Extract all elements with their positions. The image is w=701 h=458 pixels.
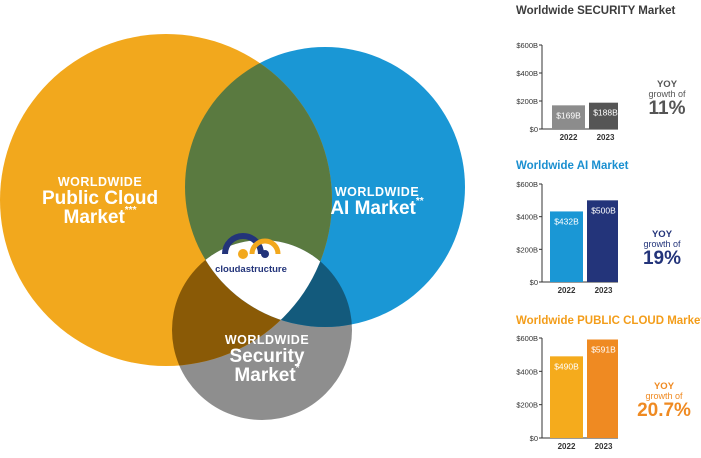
bar-2022 xyxy=(550,356,583,438)
y-tick-label: $400B xyxy=(516,367,538,376)
y-tick-label: $400B xyxy=(516,213,538,222)
ai-yoy-label: YOY xyxy=(651,229,673,240)
y-tick-label: $200B xyxy=(516,401,538,410)
x-tick-label: 2023 xyxy=(597,133,615,142)
ai-chart-title: Worldwide AI Market xyxy=(516,160,629,172)
cloud-yoy-label: YOY xyxy=(653,381,675,392)
ai-footnote-mark: ** xyxy=(415,195,424,207)
ai-growth-pct: 19% xyxy=(642,248,682,270)
ai-growth: YOY growth of 19% xyxy=(633,230,691,269)
security-growth-pct: 11% xyxy=(648,98,686,120)
cloud-chart-title: Worldwide PUBLIC CLOUD Market xyxy=(516,315,701,327)
security-label: WORLDWIDE Security Market* xyxy=(212,334,322,386)
ai-growth-of-label: growth of xyxy=(643,238,681,249)
security-bar-chart: $0 $200B $400B $600B $169B 2022 $188B 2023 xyxy=(516,41,618,142)
cloudastructure-logo: cloudastructure xyxy=(215,233,287,275)
y-tick-label: $600B xyxy=(516,180,538,189)
cloud-label-line3: Market xyxy=(63,207,125,229)
bar-value-label: $432B xyxy=(554,216,579,226)
x-tick-label: 2022 xyxy=(560,133,578,142)
bar-value-label: $500B xyxy=(591,205,616,215)
ai-label-line1: WORLDWIDE xyxy=(334,185,420,199)
cloud-label-line1: WORLDWIDE xyxy=(57,175,143,189)
cloud-label-line2: Public Cloud xyxy=(41,187,159,209)
logo-text: cloudastructure xyxy=(215,264,287,275)
security-yoy-label: YOY xyxy=(656,79,678,90)
cloud-bar-chart: $0 $200B $400B $600B $490B 2022 $591B 2023 xyxy=(516,334,618,451)
bar-value-label: $188B xyxy=(593,108,618,118)
cloud-growth-of-label: growth of xyxy=(645,390,683,401)
y-tick-label: $0 xyxy=(530,434,538,443)
y-tick-label: $600B xyxy=(516,41,538,50)
cloud-label: WORLDWIDE Public Cloud Market*** xyxy=(30,176,170,228)
y-tick-label: $0 xyxy=(530,125,538,134)
bar-value-label: $169B xyxy=(556,110,581,120)
ai-bar-chart: $0 $200B $400B $600B $432B 2022 $500B 2023 xyxy=(516,180,618,295)
ai-label: WORLDWIDE AI Market** xyxy=(312,186,442,218)
security-chart-title: Worldwide SECURITY Market xyxy=(516,5,676,17)
x-tick-label: 2022 xyxy=(558,286,576,295)
cloud-growth: YOY growth of 20.7% xyxy=(628,382,700,421)
y-tick-label: $200B xyxy=(516,97,538,106)
bar-2022 xyxy=(550,211,583,282)
venn-diagram: cloudastructure xyxy=(0,34,465,420)
y-tick-label: $0 xyxy=(530,278,538,287)
security-label-line2: Security xyxy=(229,345,305,367)
bar-2023 xyxy=(587,339,618,438)
security-label-line3: Market xyxy=(234,365,296,387)
bar-value-label: $490B xyxy=(554,361,579,371)
bar-2023 xyxy=(587,200,618,282)
cloud-chart-panel: Worldwide PUBLIC CLOUD Market $0 $200B $40… xyxy=(498,312,701,454)
y-tick-label: $600B xyxy=(516,334,538,343)
security-label-line1: WORLDWIDE xyxy=(224,333,310,347)
ai-chart-panel: Worldwide AI Market $0 $200B $400B $600B $43… xyxy=(498,158,701,306)
x-tick-label: 2023 xyxy=(595,286,613,295)
bar-value-label: $591B xyxy=(591,345,616,355)
bar-2023 xyxy=(589,102,618,129)
y-tick-label: $400B xyxy=(516,69,538,78)
security-chart-panel: Worldwide SECURITY Market $0 $200B $400B $6… xyxy=(498,0,701,148)
bar-2022 xyxy=(552,105,585,129)
security-footnote-mark: * xyxy=(295,363,300,375)
cloud-growth-pct: 20.7% xyxy=(637,400,691,422)
x-tick-label: 2023 xyxy=(595,442,613,451)
ai-label-line2: AI Market xyxy=(330,197,416,219)
cloud-footnote-mark: *** xyxy=(124,205,137,217)
security-growth-of-label: growth of xyxy=(648,88,686,99)
x-tick-label: 2022 xyxy=(558,442,576,451)
y-tick-label: $200B xyxy=(516,245,538,254)
security-growth: YOY growth of 11% xyxy=(638,80,696,119)
